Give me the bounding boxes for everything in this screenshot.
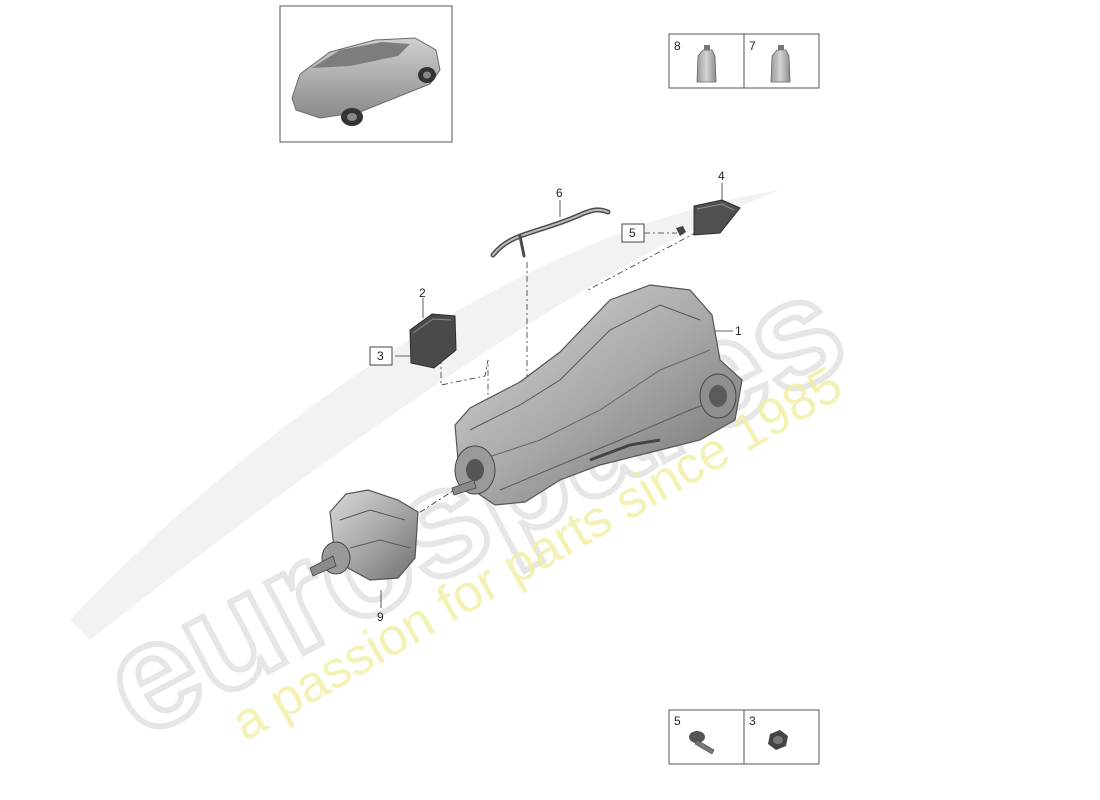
fastener-box-right-label: 3 [749,714,756,728]
callout-2[interactable]: 2 [419,286,426,300]
fluid-box-left-label: 8 [674,39,681,53]
bolt-icon [768,730,788,750]
callout-4[interactable]: 4 [718,169,725,183]
vent-hose[interactable] [490,207,611,258]
screw-icon [689,731,715,755]
vehicle-thumbnail [279,5,453,143]
fastener-box: 5 3 [668,709,820,765]
callout-6[interactable]: 6 [556,186,563,200]
bolt-small-icon [676,226,686,236]
transfer-case[interactable] [309,489,419,581]
fluid-box: 8 7 [668,33,820,89]
oil-bottle-icon [696,45,717,83]
callout-box-3[interactable]: 3 [369,346,393,366]
callout-3-label: 3 [377,349,384,363]
callout-1[interactable]: 1 [735,324,742,338]
transmission-assembly[interactable] [451,284,743,506]
callout-9[interactable]: 9 [377,610,384,624]
transmission-cover-left[interactable] [409,313,457,369]
transmission-cover-right[interactable] [693,199,741,236]
callout-box-5[interactable]: 5 [621,223,645,243]
watermark-swoosh [70,190,780,640]
car-illustration [291,37,441,126]
fluid-box-right-label: 7 [749,39,756,53]
callout-5-label: 5 [629,226,636,240]
oil-bottle-icon [770,45,791,83]
fastener-box-left-label: 5 [674,714,681,728]
